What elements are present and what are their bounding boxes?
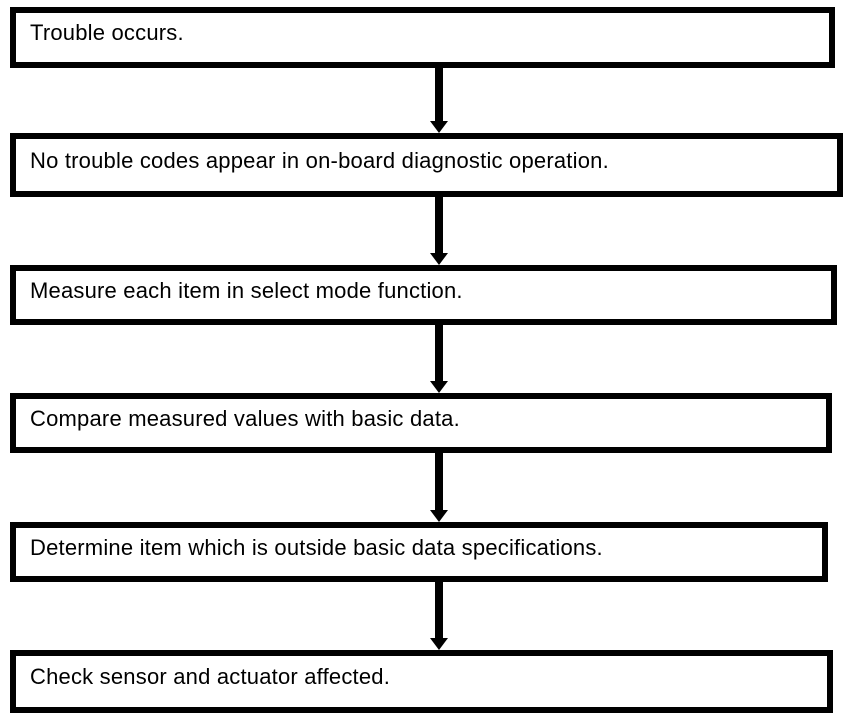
flow-step-label: Measure each item in select mode functio… xyxy=(30,277,463,303)
arrow-shaft xyxy=(435,195,443,255)
arrow-shaft xyxy=(435,580,443,640)
flow-step-label: Determine item which is outside basic da… xyxy=(30,534,603,560)
flow-step-label: No trouble codes appear in on-board diag… xyxy=(30,147,609,173)
flow-step-trouble-occurs: Trouble occurs. xyxy=(10,7,835,68)
arrow-head xyxy=(430,638,448,650)
flow-step-label: Trouble occurs. xyxy=(30,20,184,45)
arrow-shaft xyxy=(435,451,443,512)
flow-step-measure-items: Measure each item in select mode functio… xyxy=(10,265,837,325)
down-arrow-icon xyxy=(429,451,449,522)
arrow-shaft xyxy=(435,66,443,123)
down-arrow-icon xyxy=(429,66,449,133)
arrow-head xyxy=(430,381,448,393)
arrow-shaft xyxy=(435,323,443,383)
arrow-head xyxy=(430,121,448,133)
down-arrow-icon xyxy=(429,323,449,393)
flow-step-label: Compare measured values with basic data. xyxy=(30,405,460,431)
flow-step-label: Check sensor and actuator affected. xyxy=(30,664,391,689)
flow-step-no-trouble-codes: No trouble codes appear in on-board diag… xyxy=(10,133,843,197)
flow-step-compare-values: Compare measured values with basic data. xyxy=(10,393,832,453)
flow-step-check-sensor-actuator: Check sensor and actuator affected. xyxy=(10,650,833,713)
down-arrow-icon xyxy=(429,580,449,650)
arrow-head xyxy=(430,510,448,522)
arrow-head xyxy=(430,253,448,265)
down-arrow-icon xyxy=(429,195,449,265)
flow-step-determine-item: Determine item which is outside basic da… xyxy=(10,522,828,582)
